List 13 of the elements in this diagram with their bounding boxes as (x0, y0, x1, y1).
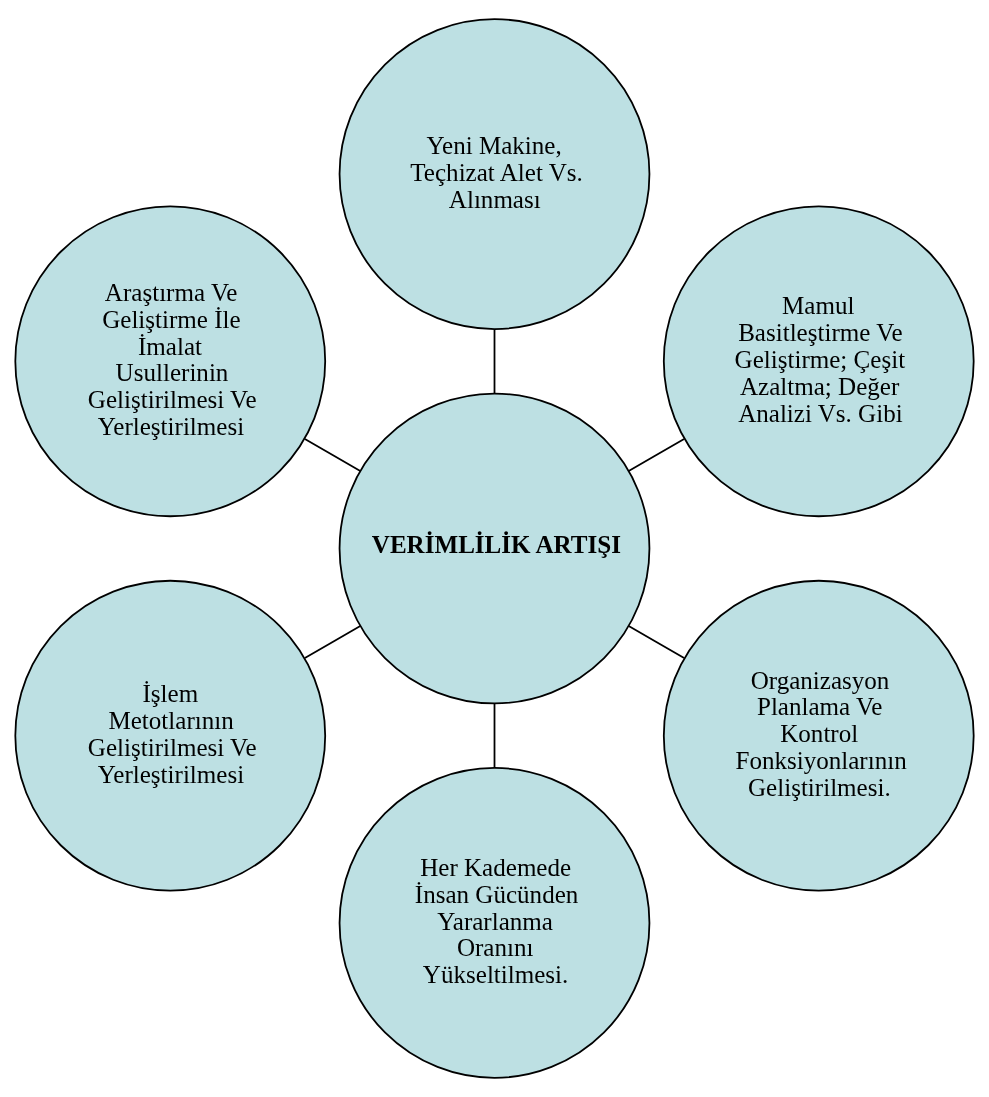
connector (304, 438, 362, 472)
connector (627, 438, 685, 472)
node-circle: İşlem Metotlarının Geliştirilmesi Ve Yerleştirilmesi (14, 579, 327, 892)
connector (627, 625, 685, 659)
connector (493, 702, 496, 769)
node-circle: Mamul Basitleştirme Ve Geliştirme; Çeşit Azaltma; Değer Analizi Vs. Gibi (662, 205, 975, 518)
connector (304, 625, 362, 659)
node-circle: Araştırma Ve Geliştirme İle İmalat Usullerinin Geliştirilmesi Ve Yerleştirilmesi (14, 205, 327, 518)
node-circle: Yeni Makine, Teçhizat Alet Vs. Alınması (338, 18, 651, 330)
node-circle: Her Kademede İnsan Gücünden Yararlanma Oranını Yükseltilmesi. (338, 767, 651, 1079)
connector (493, 328, 496, 395)
node-circle: VERİMLİLİK ARTIŞI (338, 392, 651, 705)
node-circle: Organizasyon Planlama Ve Kontrol Fonksiyonlarının Geliştirilmesi. (662, 579, 975, 892)
